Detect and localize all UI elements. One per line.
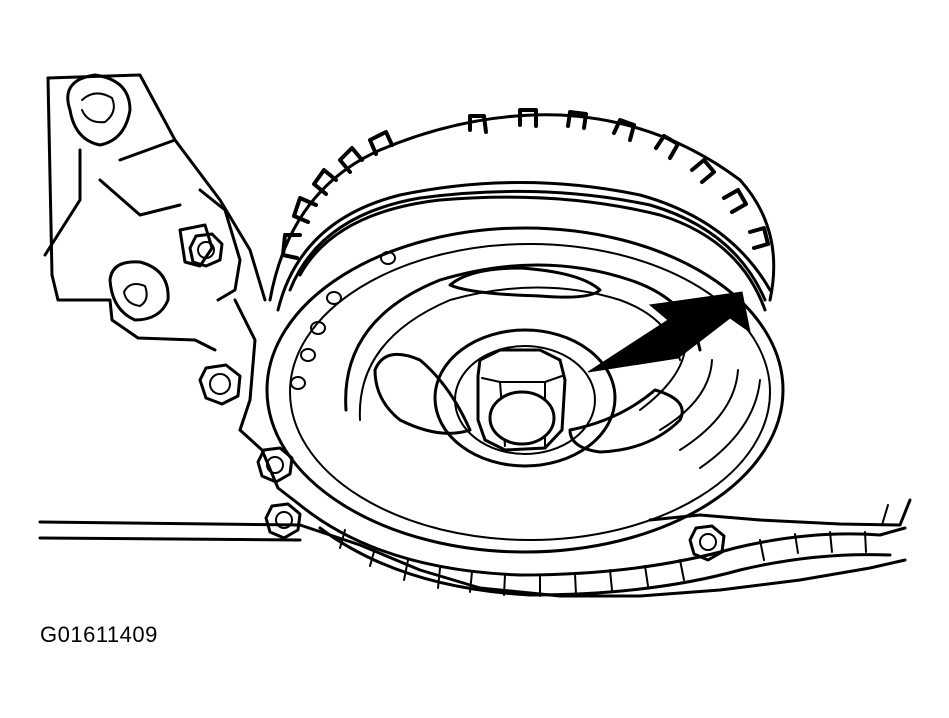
pointer-arrow-icon [587,291,751,373]
figure-id-label: G01611409 [40,622,158,647]
bracket-bolt-middle [198,363,242,406]
crankshaft-bolt-icon [476,348,567,452]
engine-bracket [43,73,267,432]
bracket-bolt-right [688,524,726,562]
crankshaft-pulley-icon [265,108,785,554]
bracket-bolt-bottom [264,502,302,540]
bracket-bolt-upper [188,232,224,268]
drive-belt-icon [298,503,907,597]
